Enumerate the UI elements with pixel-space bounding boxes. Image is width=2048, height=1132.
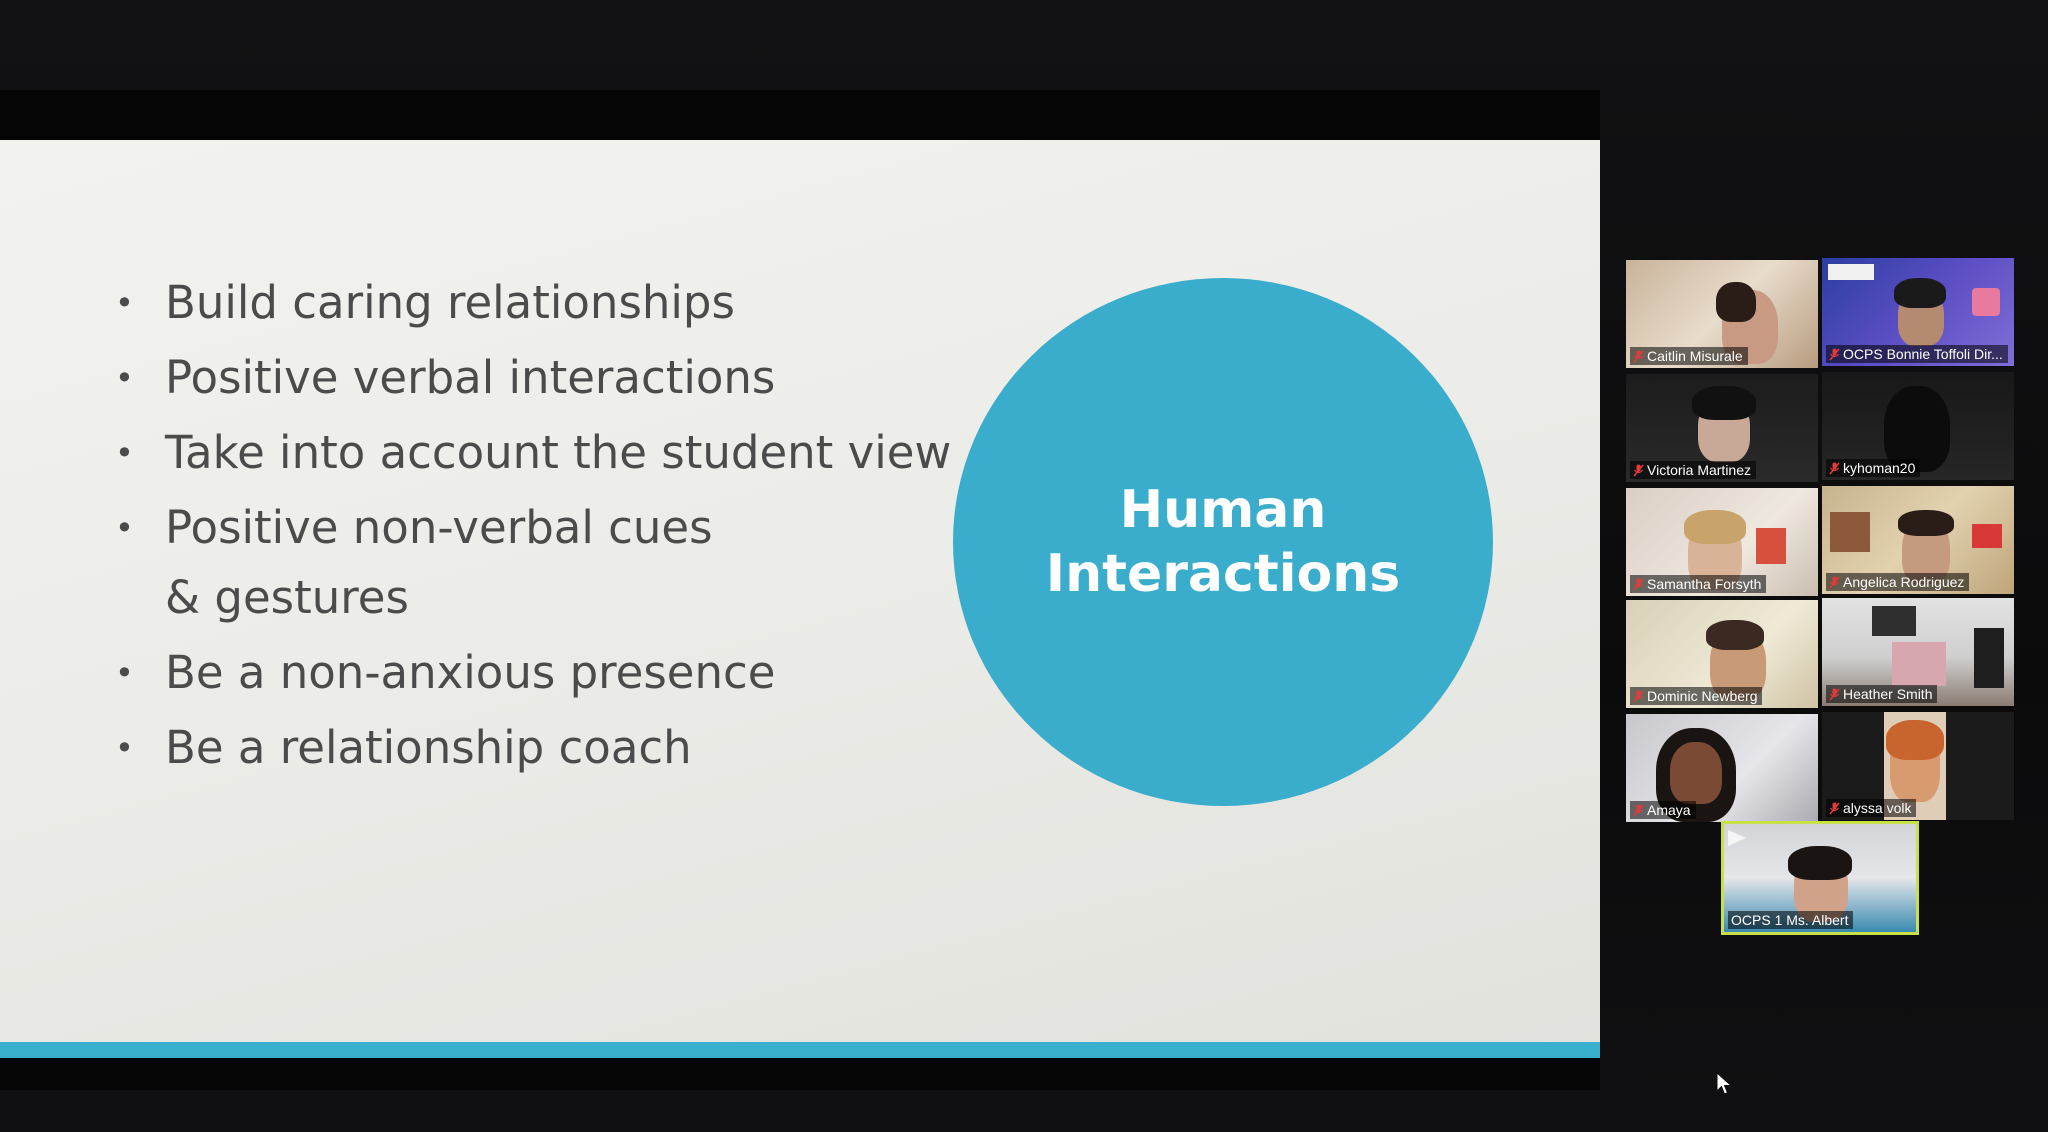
participant-name-label: kyhoman20 <box>1826 459 1921 477</box>
participant-name-label: Caitlin Misurale <box>1630 347 1748 365</box>
mic-off-icon <box>1633 349 1644 363</box>
mic-off-icon <box>1633 689 1644 703</box>
slide-bullet: Positive non-verbal cues & gestures <box>115 493 725 633</box>
slide-accent-bar <box>0 1042 1600 1058</box>
slide-title-circle: Human Interactions <box>953 278 1493 806</box>
slide-circle-title: Human Interactions <box>1045 480 1401 604</box>
slide-bullet: Be a non-anxious presence <box>115 638 955 708</box>
mic-off-icon <box>1633 803 1644 817</box>
active-speaker-tile[interactable]: OCPS 1 Ms. Albert <box>1721 821 1919 935</box>
participant-tile[interactable]: OCPS Bonnie Toffoli Dir... <box>1822 258 2014 366</box>
participant-name: OCPS 1 Ms. Albert <box>1731 912 1849 928</box>
mic-off-icon <box>1829 575 1840 589</box>
participant-name-label: OCPS 1 Ms. Albert <box>1728 911 1854 929</box>
participant-tile[interactable]: Amaya <box>1626 714 1818 822</box>
mic-off-icon <box>1829 801 1840 815</box>
participant-name-label: OCPS Bonnie Toffoli Dir... <box>1826 345 2008 363</box>
mic-off-icon <box>1829 687 1840 701</box>
participant-name-label: Samantha Forsyth <box>1630 575 1767 593</box>
participant-tile[interactable]: Angelica Rodriguez <box>1822 486 2014 594</box>
participant-tile[interactable]: Heather Smith <box>1822 598 2014 706</box>
participant-name: Samantha Forsyth <box>1647 576 1762 592</box>
participant-name: Victoria Martinez <box>1647 462 1752 478</box>
mic-off-icon <box>1829 461 1840 475</box>
shared-slide: Build caring relationships Positive verb… <box>0 140 1600 1058</box>
participant-name: kyhoman20 <box>1843 460 1916 476</box>
participant-name-label: Dominic Newberg <box>1630 687 1763 705</box>
participant-name-label: Victoria Martinez <box>1630 461 1757 479</box>
slide-bullet: Be a relationship coach <box>115 713 955 783</box>
participant-name: OCPS Bonnie Toffoli Dir... <box>1843 346 2003 362</box>
slide-bullet: Take into account the student view <box>115 418 955 488</box>
slide-bullet: Build caring relationships <box>115 268 955 338</box>
participant-tile[interactable]: kyhoman20 <box>1822 372 2014 480</box>
participant-tile[interactable]: alyssa volk <box>1822 712 2014 820</box>
participant-name: Caitlin Misurale <box>1647 348 1743 364</box>
participant-tile[interactable]: Victoria Martinez <box>1626 374 1818 482</box>
mic-off-icon <box>1633 463 1644 477</box>
participant-name-label: Angelica Rodriguez <box>1826 573 1970 591</box>
participant-tile[interactable]: Samantha Forsyth <box>1626 488 1818 596</box>
slide-bullet-list: Build caring relationships Positive verb… <box>115 268 955 788</box>
slide-bullet: Positive verbal interactions <box>115 343 955 413</box>
mouse-pointer-icon <box>1716 1071 1734 1096</box>
participant-name-label: alyssa volk <box>1826 799 1917 817</box>
participant-name-label: Heather Smith <box>1826 685 1938 703</box>
participant-name: Angelica Rodriguez <box>1843 574 1965 590</box>
participant-tile[interactable]: Dominic Newberg <box>1626 600 1818 708</box>
participant-name: Amaya <box>1647 802 1691 818</box>
mic-off-icon <box>1633 577 1644 591</box>
participant-tile[interactable]: Caitlin Misurale <box>1626 260 1818 368</box>
participant-name-label: Amaya <box>1630 801 1696 819</box>
participant-name: alyssa volk <box>1843 800 1912 816</box>
mic-off-icon <box>1829 347 1840 361</box>
participant-name: Dominic Newberg <box>1647 688 1758 704</box>
participant-name: Heather Smith <box>1843 686 1933 702</box>
